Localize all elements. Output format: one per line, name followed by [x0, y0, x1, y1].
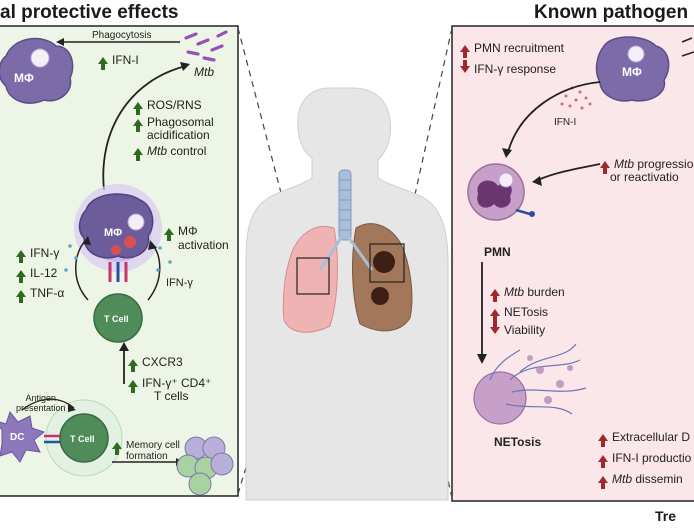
lesion-2 [371, 287, 389, 305]
human-body [245, 87, 449, 501]
netosis-label: NETosis [494, 435, 542, 449]
lesion-1 [373, 251, 395, 273]
ifn-gamma-arrow-label: IFN-γ [166, 277, 193, 289]
up-arrow-icon [112, 441, 122, 455]
memory-cells [176, 436, 234, 496]
extracellular-dna: Extracellular D [598, 431, 690, 448]
up-arrow-icon [490, 289, 500, 303]
up-arrow-icon [128, 359, 138, 373]
ros-rns: ROS/RNS [133, 99, 202, 116]
macrophage-top-label: MΦ [14, 71, 34, 85]
up-arrow-icon [460, 45, 470, 59]
tnf-alpha: TNF-α [16, 287, 64, 304]
pmn-recruitment: PMN recruitment [460, 42, 564, 59]
up-arrow-icon [598, 434, 608, 448]
pmn-label: PMN [484, 245, 511, 259]
down-arrow-icon [490, 321, 500, 335]
il-12: IL-12 [16, 267, 57, 284]
cd4-t-cells: IFN-γ⁺ CD4⁺T cells [128, 377, 211, 403]
svg-text:MΦ: MΦ [104, 227, 122, 239]
up-arrow-icon [16, 270, 26, 284]
svg-text:DC: DC [10, 432, 24, 443]
up-arrow-icon [598, 476, 608, 490]
viability: Viability [490, 321, 545, 337]
up-arrow-icon [164, 228, 174, 242]
up-arrow-icon [16, 290, 26, 304]
up-arrow-icon [128, 380, 138, 394]
ifn-gamma-response: IFN-γ response [460, 60, 556, 76]
cxcr3: CXCR3 [128, 356, 183, 373]
up-arrow-icon [490, 309, 500, 323]
up-arrow-icon [98, 57, 108, 71]
phagocytosis-label: Phagocytosis [92, 30, 152, 41]
macrophage-top [0, 37, 74, 104]
t-cell-bottom [59, 413, 109, 463]
mtb-burden: Mtb burden [490, 286, 565, 303]
cytokine-dots [64, 244, 172, 272]
footer-label: Tre [655, 508, 677, 524]
ifn-i-left: IFN-I [98, 54, 139, 71]
ifn-i-production: IFN-I productio [598, 452, 691, 469]
trachea [338, 169, 352, 241]
right-panel-title: Known pathogen [534, 2, 689, 23]
up-arrow-icon [133, 119, 143, 133]
svg-text:T Cell: T Cell [70, 434, 95, 444]
netosis-cell [473, 371, 527, 425]
macrophage-right [595, 36, 670, 102]
net-fibers [489, 343, 587, 415]
ifn-gamma: IFN-γ [16, 247, 59, 264]
mtb-label: Mtb [194, 65, 215, 79]
zoom-box-healthy [296, 257, 330, 295]
mtb-control: Mtb control [133, 145, 206, 162]
ifn-i-right: IFN-I [554, 117, 577, 128]
mtb-dissemination: Mtb dissemin [598, 473, 683, 490]
left-lung [282, 225, 338, 333]
mtb-bacteria [184, 30, 228, 62]
up-arrow-icon [600, 161, 610, 175]
right-lung [352, 223, 413, 332]
up-arrow-icon [133, 148, 143, 162]
down-arrow-icon [460, 60, 470, 74]
up-arrow-icon [16, 250, 26, 264]
left-panel-title: al protective effects [0, 2, 179, 23]
up-arrow-icon [133, 102, 143, 116]
t-cell-middle [93, 293, 143, 343]
svg-text:MΦ: MΦ [622, 65, 642, 79]
svg-text:T Cell: T Cell [104, 314, 129, 324]
netosis-effect: NETosis [490, 306, 548, 323]
dendritic-cell [0, 410, 46, 463]
ifn-i-dots [560, 86, 592, 110]
zoom-box-diseased [369, 243, 405, 283]
up-arrow-icon [598, 455, 608, 469]
